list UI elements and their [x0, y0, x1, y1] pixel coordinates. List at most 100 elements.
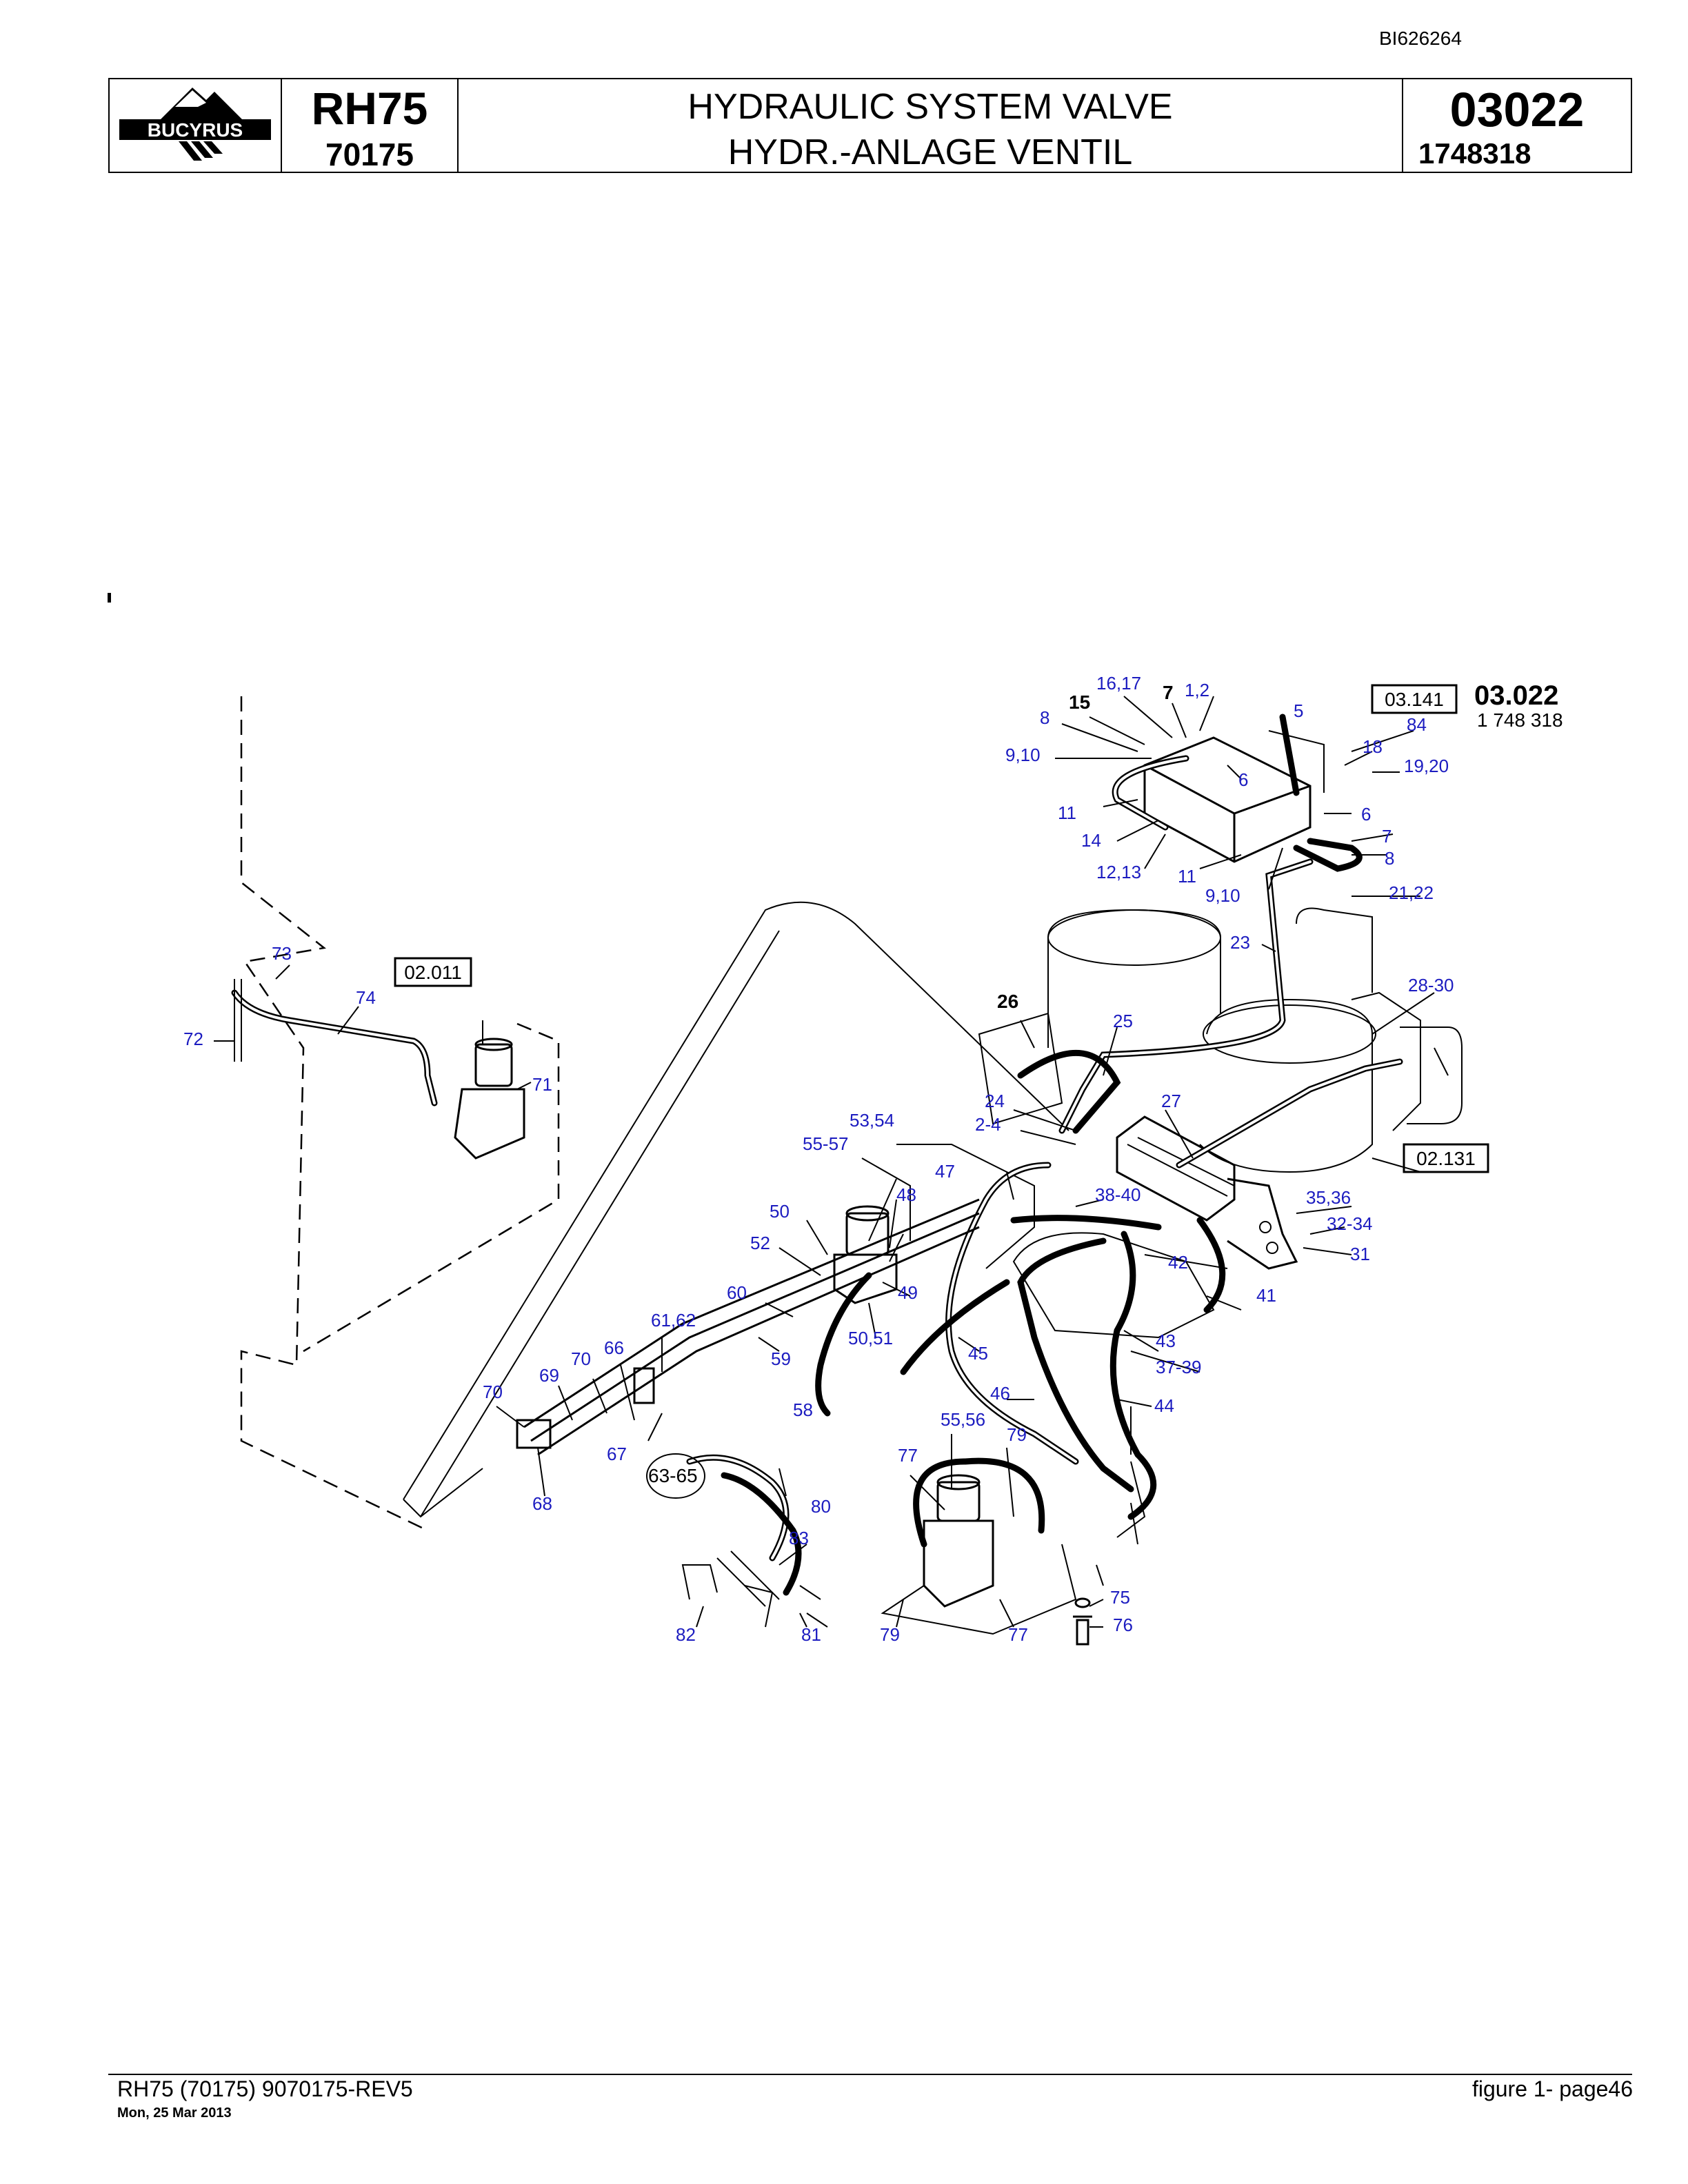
platform-outline: [896, 1144, 1035, 1269]
callout-label: 74: [356, 987, 376, 1008]
tank-outline: [1199, 998, 1373, 1173]
drawing-number: 1 748 318: [1477, 709, 1563, 731]
callout-label: 71: [532, 1074, 552, 1095]
callout-label: 12,13: [1096, 862, 1141, 882]
dashed-frame-outline: [240, 696, 428, 1532]
ref-box-03141: [1371, 684, 1458, 714]
tank-top: [1203, 1004, 1376, 1064]
solenoid-valve: [474, 1038, 513, 1051]
callout-label: 27: [1161, 1091, 1181, 1111]
callout-label: 73: [272, 943, 292, 964]
bolt-icon: [1259, 1221, 1272, 1233]
hose-25: [1017, 1050, 1121, 1134]
callout-label: 68: [532, 1493, 552, 1514]
callout-label: 11: [1178, 866, 1196, 887]
callout-label: 42: [1168, 1252, 1188, 1273]
dashed-frame-outline: [303, 1022, 560, 1353]
hose-58: [815, 1272, 872, 1417]
callout-label: 76: [1113, 1615, 1133, 1635]
solenoid-valve-body: [833, 1253, 898, 1304]
edge-mark: [108, 593, 111, 603]
callout-label: 43: [1156, 1331, 1176, 1351]
footer-document-ref: RH75 (70175) 9070175-REV5: [117, 2076, 413, 2101]
leader-lines: [214, 696, 1435, 1628]
callout-label: 52: [750, 1233, 770, 1253]
callout-label: 48: [896, 1184, 916, 1205]
pipe-60: [523, 1198, 980, 1428]
group-number: 03022: [1449, 83, 1585, 136]
callout-label: 19,20: [1404, 756, 1449, 776]
reference-cell: 03022 1748318: [1403, 79, 1631, 172]
bucyrus-logo: BUCYRUS: [110, 79, 282, 172]
pipe-59: [537, 1226, 980, 1456]
hose-38: [1010, 1215, 1162, 1231]
callout-label: 41: [1256, 1285, 1276, 1306]
main-valve-body: [1116, 1115, 1236, 1222]
callout-label: 31: [1350, 1244, 1370, 1264]
callout-label: 32-34: [1327, 1213, 1373, 1234]
callout-label: 45: [968, 1343, 988, 1364]
callout-label: 77: [1008, 1624, 1028, 1645]
valve-bracket: [1227, 1177, 1298, 1270]
hose-80: [721, 1472, 802, 1596]
callout-label: 9,10: [1205, 885, 1240, 906]
callout-label: 63-65: [648, 1465, 698, 1486]
callout-label: 21,22: [1389, 882, 1434, 903]
tank-top: [1047, 909, 1221, 966]
callout-label: 49: [898, 1282, 918, 1303]
part-number: 1748318: [1418, 137, 1531, 170]
footer-rule: [108, 2074, 1632, 2075]
document-id: BI626264: [1379, 28, 1462, 49]
footer-date: Mon, 25 Mar 2013: [117, 2105, 232, 2121]
callout-label: 5: [1294, 700, 1303, 721]
fitting-68: [516, 1419, 552, 1449]
tank-outline: [1047, 909, 1221, 1048]
callout-label: 72: [183, 1029, 203, 1049]
callout-label: 81: [801, 1624, 821, 1645]
callout-label: 50,51: [848, 1328, 893, 1348]
callout-label: 15: [1069, 691, 1090, 713]
callout-label: 44: [1154, 1395, 1174, 1416]
bucyrus-logo-icon: BUCYRUS: [119, 88, 271, 161]
callout-label: 77: [898, 1445, 918, 1466]
fitting-82: [681, 1564, 774, 1628]
callout-label: 59: [771, 1348, 791, 1369]
ref-box-label: 02.011: [404, 962, 462, 983]
ref-box-label: 02.131: [1416, 1148, 1476, 1169]
pipe-72: [234, 979, 242, 1062]
callout-label: 8: [1385, 848, 1394, 869]
callout-label: 55,56: [941, 1409, 985, 1430]
hose-50: [900, 1279, 1010, 1375]
callout-label: 47: [935, 1161, 955, 1182]
callout-label: 60: [727, 1282, 747, 1303]
mount-bracket: [1400, 1027, 1463, 1124]
callout-label: 70: [571, 1348, 591, 1369]
part-callouts: 16,17 15 7 1,2 5 8 9,10 6 84 18 19,20 11…: [183, 673, 1454, 1645]
callout-label: 24: [985, 1091, 1005, 1111]
solenoid-valve-body: [923, 1519, 994, 1608]
callout-label: 82: [676, 1624, 696, 1645]
callout-label: 80: [811, 1496, 831, 1517]
solenoid-valve: [845, 1205, 890, 1222]
platform-outline: [1012, 1232, 1215, 1339]
leader-line: [1372, 1047, 1449, 1173]
mount-bracket: [1351, 991, 1421, 1131]
callout-label: 79: [1007, 1424, 1027, 1445]
bolt-76: [1073, 1615, 1092, 1646]
callout-label: 58: [793, 1399, 813, 1420]
callout-label: 61,62: [651, 1310, 696, 1331]
boom-outline: [403, 901, 1069, 1517]
fitting-83: [716, 1550, 780, 1607]
connector: [1116, 1461, 1146, 1538]
callout-label: 1,2: [1185, 680, 1209, 700]
callout-label: 66: [604, 1337, 624, 1358]
title-english: HYDRAULIC SYSTEM VALVE: [687, 87, 1173, 127]
washer-75: [1074, 1597, 1091, 1608]
callout-label: 67: [607, 1444, 627, 1464]
callout-label: 14: [1081, 830, 1101, 851]
callout-label: 83: [789, 1528, 809, 1548]
logo-text: BUCYRUS: [148, 119, 243, 141]
callout-label: 7: [1382, 826, 1391, 847]
hose-23: [1058, 858, 1314, 1134]
callout-label: 79: [880, 1624, 900, 1645]
